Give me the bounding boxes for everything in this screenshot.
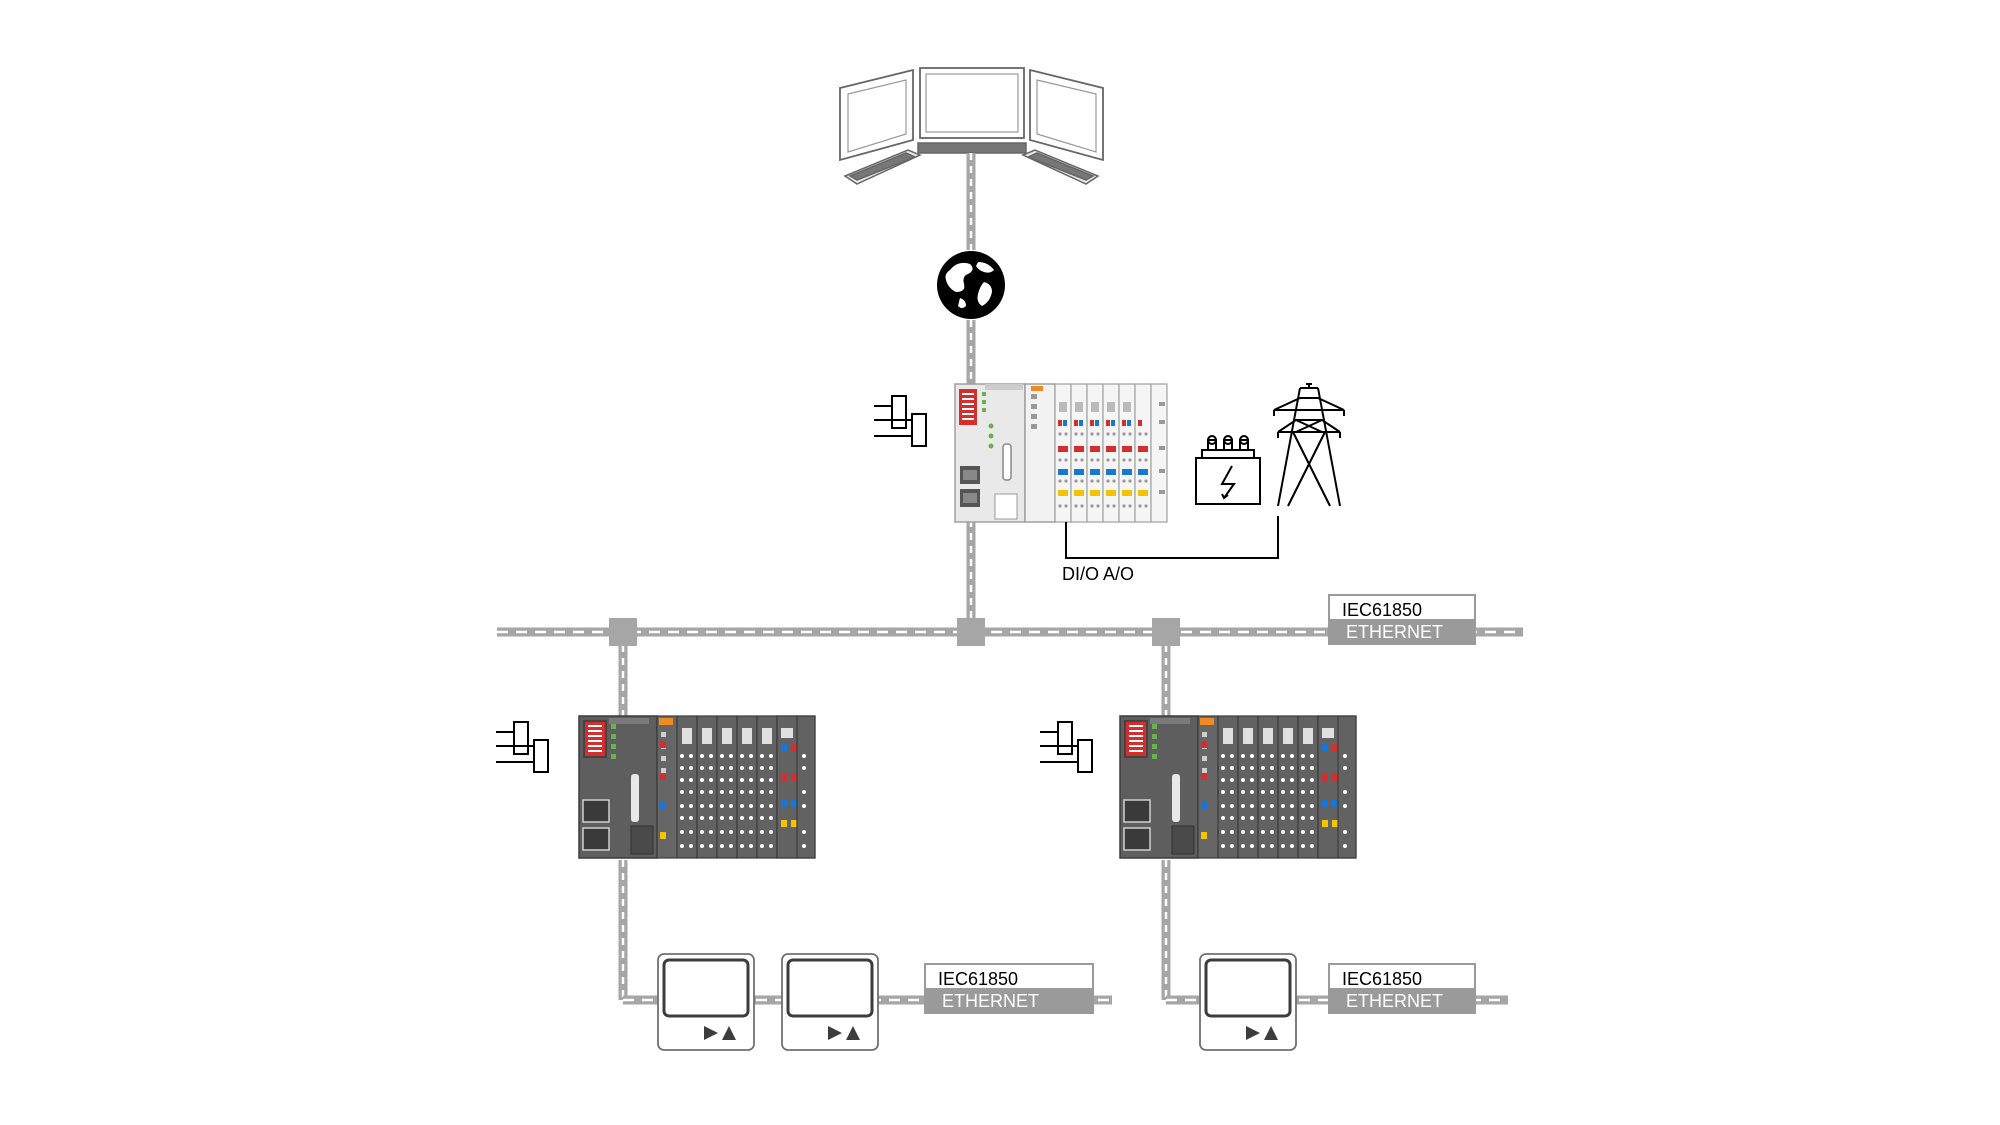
- network-switch-icon: [609, 618, 1180, 646]
- controller-icon: [954, 383, 1168, 523]
- dio-label: DI/O A/O: [1062, 564, 1135, 584]
- network-links: [497, 153, 1523, 1005]
- power-pylon-icon: [1273, 383, 1345, 507]
- monitor-icon: [839, 67, 1104, 162]
- protocol-label: IEC61850 GOOSE: [924, 963, 1094, 1014]
- transformer-icon: [1195, 435, 1261, 505]
- keyboard-icon: [843, 142, 1100, 185]
- io-wiring: [1065, 516, 1279, 559]
- globe-icon: [937, 251, 1005, 319]
- relay-symbol-icon: [1039, 721, 1093, 773]
- protection-device-icon: [656, 952, 756, 1052]
- operator-workstation: [839, 67, 1104, 185]
- network-type-label: ETHERNET: [924, 988, 1094, 1014]
- relay-symbol-icon: [495, 721, 549, 773]
- controller-icon: [1119, 715, 1357, 859]
- right-network-label: IEC61850 MMS ETHERNET: [1328, 963, 1476, 1014]
- controller-icon: [578, 715, 816, 859]
- network-type-label: ETHERNET: [1328, 619, 1476, 645]
- protocol-label: IEC61850 MMS: [1328, 594, 1476, 645]
- protection-device-icon: [1198, 952, 1298, 1052]
- protocol-label: IEC61850 MMS: [1328, 963, 1476, 1014]
- left-network-label: IEC61850 GOOSE ETHERNET: [924, 963, 1094, 1014]
- protection-device-icon: [780, 952, 880, 1052]
- top-network-label: IEC61850 MMS ETHERNET: [1328, 594, 1476, 645]
- network-type-label: ETHERNET: [1328, 988, 1476, 1014]
- relay-symbol-icon: [873, 395, 927, 447]
